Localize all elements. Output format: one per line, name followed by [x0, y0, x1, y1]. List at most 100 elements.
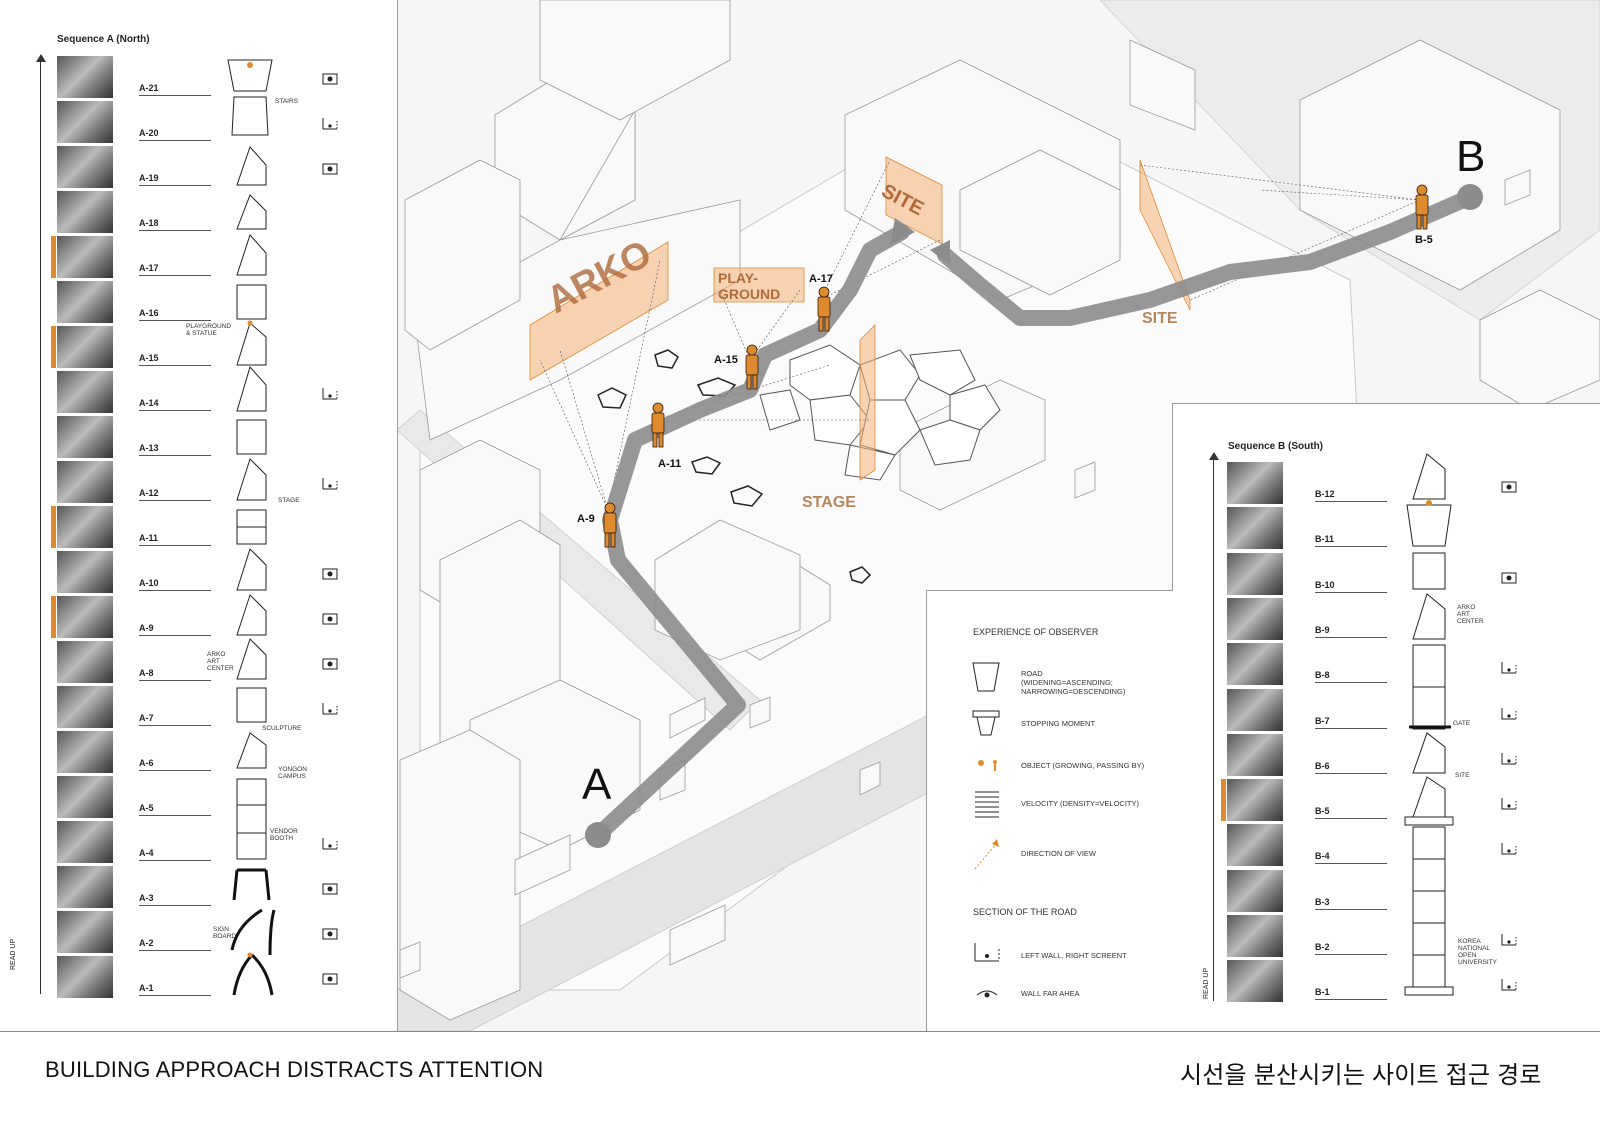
- sequence-step-label: A-9: [139, 623, 154, 633]
- sequence-photo: [57, 461, 113, 503]
- sequence-photo: [57, 596, 113, 638]
- end-label: B: [1456, 132, 1486, 181]
- sequence-step-underline: [1315, 682, 1387, 684]
- wall-far-ahead-icon: [322, 928, 338, 940]
- left-wall-icon: [322, 838, 338, 850]
- read-up-arrow: [40, 58, 41, 994]
- sequence-step-label: A-18: [139, 218, 159, 228]
- sequence-step-underline: [1315, 546, 1387, 548]
- wall-far-ahead-icon: [322, 613, 338, 625]
- left-wall-icon: [1501, 752, 1517, 765]
- sequence-photo: [1227, 643, 1283, 686]
- left-wall-icon: [322, 118, 338, 130]
- sequence-step-underline: [139, 725, 211, 726]
- sequence-photo: [57, 731, 113, 773]
- read-up-label: READ UP: [1203, 967, 1210, 999]
- sequence-step-underline: [139, 455, 211, 456]
- sequence-step-underline: [139, 590, 211, 591]
- sequence-photo: [57, 911, 113, 953]
- site-map: [397, 0, 1600, 1031]
- sequence-step-label: A-20: [139, 128, 159, 138]
- sequence-photo: [1227, 779, 1283, 822]
- read-up-arrowhead: [36, 54, 46, 62]
- sequence-step-underline: [139, 230, 211, 231]
- sequence-photo: [1227, 552, 1283, 595]
- sequence-step-underline: [1315, 772, 1387, 774]
- object-icon: [978, 760, 997, 771]
- sequence-step-underline: [139, 545, 211, 546]
- sequence-step-label: B-12: [1315, 489, 1335, 499]
- sequence-step-underline: [139, 680, 211, 681]
- observer-label: A-17: [809, 273, 833, 285]
- legend-velocity: VELOCITY (DENSITY=VELOCITY): [1021, 799, 1140, 808]
- highlight-marker: [51, 236, 56, 278]
- sequence-photo: [57, 506, 113, 548]
- wall-far-ahead-icon: [322, 658, 338, 670]
- highlight-marker: [51, 596, 56, 638]
- note-arko-b: ARKO ART CENTER: [1457, 604, 1484, 625]
- highlight-marker: [51, 326, 56, 368]
- sequence-step-label: A-2: [139, 938, 154, 948]
- wall-far-ahead-icon: [1501, 572, 1517, 584]
- sequence-step-label: B-1: [1315, 987, 1330, 998]
- sequence-step-label: A-14: [139, 398, 159, 408]
- sequence-step-underline: [139, 995, 211, 996]
- sequence-photo: [57, 416, 113, 458]
- sequence-step-label: B-10: [1315, 579, 1335, 590]
- observer-label: A-15: [714, 354, 738, 366]
- sequence-step-underline: [139, 275, 211, 276]
- map-label-site-right: SITE: [1142, 310, 1178, 327]
- sequence-step-underline: [139, 95, 211, 96]
- sequence-step-label: A-15: [139, 353, 159, 363]
- sequence-photo: [57, 956, 113, 998]
- sequence-photo: [57, 686, 113, 728]
- sequence-step-label: B-4: [1315, 851, 1330, 862]
- left-wall-icon: [1501, 707, 1517, 719]
- sequence-photo: [1227, 688, 1283, 731]
- note-site: SITE: [1455, 772, 1470, 779]
- sequence-photo: [1227, 462, 1283, 504]
- sequence-photo: [1227, 597, 1283, 640]
- sequence-photo: [57, 551, 113, 593]
- sequence-step-underline: [139, 770, 211, 771]
- sequence-step-label: B-6: [1315, 760, 1330, 771]
- left-wall-icon: [974, 943, 1000, 962]
- sequence-step-label: A-12: [139, 488, 159, 498]
- sequence-photo: [57, 641, 113, 683]
- sequence-step-underline: [139, 815, 211, 816]
- observer-label: A-11: [658, 458, 682, 470]
- left-wall-icon: [1501, 979, 1517, 991]
- observer-label: B-5: [1415, 234, 1433, 246]
- sequence-step-underline: [139, 905, 211, 906]
- sequence-step-label: A-5: [139, 803, 154, 813]
- note-vendor: VENDOR BOOTH: [270, 828, 298, 842]
- sequence-step-underline: [139, 635, 211, 636]
- sequence-step-label: A-21: [139, 83, 159, 93]
- note-stage: STAGE: [278, 497, 300, 504]
- note-arko: ARKO ART CENTER: [207, 651, 234, 672]
- road-icon: [972, 662, 1000, 692]
- legend-experience-heading: EXPERIENCE OF OBSERVER: [973, 627, 1099, 637]
- wall-far-ahead-icon: [322, 163, 338, 175]
- sequence-photo: [57, 146, 113, 188]
- sequence-step-underline: [139, 140, 211, 141]
- sequence-step-underline: [139, 365, 211, 366]
- highlight-marker: [51, 506, 56, 548]
- sequence-step-label: A-7: [139, 713, 154, 723]
- note-sign: SIGN BOARD: [213, 926, 237, 940]
- sequence-step-underline: [139, 860, 211, 861]
- sequence-step-underline: [139, 320, 211, 321]
- sequence-step-label: B-9: [1315, 624, 1330, 635]
- wall-far-ahead-icon: [322, 973, 338, 985]
- sequence-step-underline: [1315, 591, 1387, 593]
- sequence-photo: [57, 371, 113, 413]
- sequence-photo: [57, 281, 113, 323]
- note-yongon: YONGON CAMPUS: [278, 766, 307, 780]
- left-wall-icon: [1501, 843, 1517, 855]
- wall-far-ahead-icon: [1501, 481, 1517, 493]
- sequence-photo: [57, 191, 113, 233]
- legend-panel: EXPERIENCE OF OBSERVER ROAD (WIDENING=AS…: [926, 590, 1173, 1032]
- wall-far-ahead-icon: [976, 990, 998, 998]
- sequence-photo: [1227, 507, 1283, 550]
